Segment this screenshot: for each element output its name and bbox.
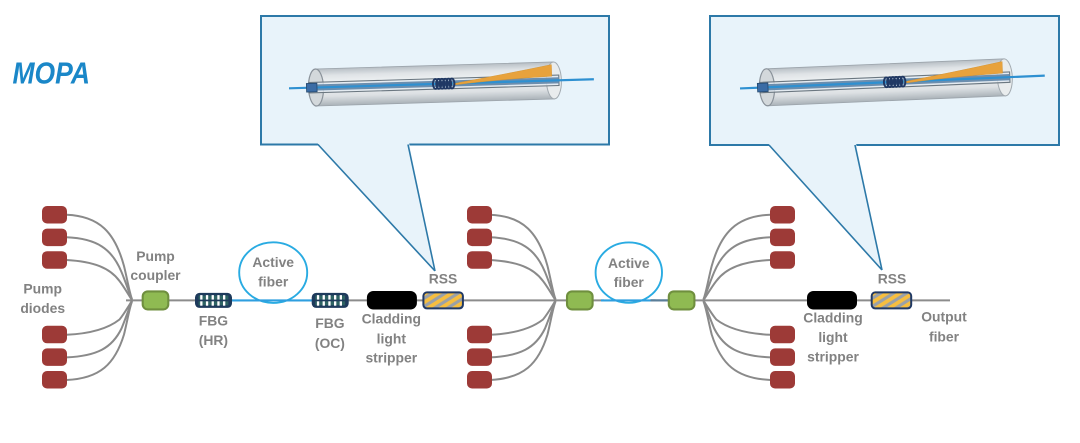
svg-text:Pump: Pump [23,280,62,296]
svg-text:MOPA: MOPA [13,57,91,91]
svg-text:coupler: coupler [130,267,181,283]
svg-text:Active: Active [608,255,650,271]
svg-text:FBG: FBG [315,315,344,331]
svg-text:RSS: RSS [878,271,907,287]
svg-text:FBG: FBG [199,312,228,328]
svg-text:Cladding: Cladding [803,309,862,325]
svg-text:Active: Active [252,254,294,270]
svg-text:(OC): (OC) [315,335,345,351]
svg-text:Cladding: Cladding [362,310,421,326]
svg-text:fiber: fiber [929,329,960,345]
svg-text:fiber: fiber [258,273,289,289]
svg-text:stripper: stripper [807,348,859,364]
svg-text:Pump: Pump [136,248,175,264]
svg-text:RSS: RSS [429,271,458,287]
svg-text:diodes: diodes [20,300,65,316]
svg-text:stripper: stripper [365,350,417,366]
svg-text:fiber: fiber [614,274,645,290]
svg-text:light: light [377,330,407,346]
svg-text:Output: Output [921,309,967,325]
svg-text:(HR): (HR) [199,332,228,348]
svg-text:light: light [818,329,848,345]
